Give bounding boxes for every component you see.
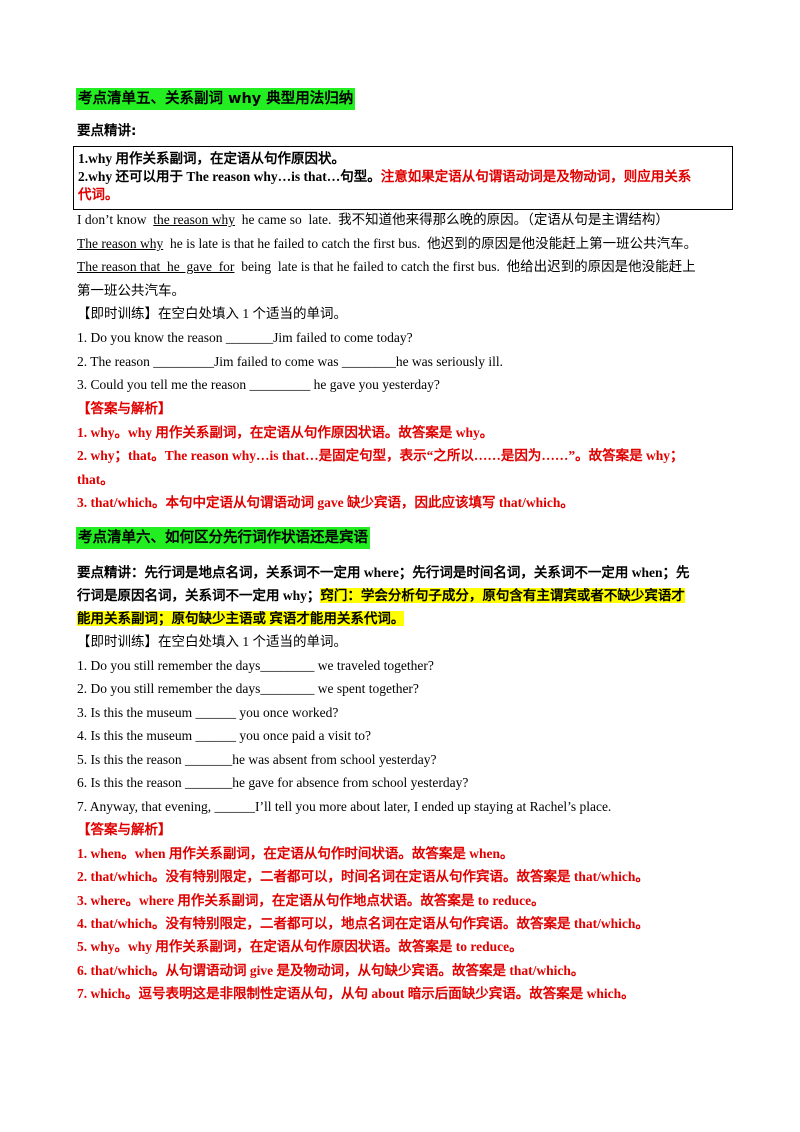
answer-2: 2. why；that。The reason why…is that…是固定句型… bbox=[77, 448, 684, 463]
question-4: 4. Is this the museum ______ you once pa… bbox=[77, 728, 371, 743]
question-2: 2. Do you still remember the days_______… bbox=[77, 681, 419, 696]
answer-2: 2. that/which。没有特别限定，二者都可以，时间名词在定语从句作宾语。… bbox=[77, 869, 649, 884]
section-heading: 考点清单五、关系副词 why 典型用法归纳 bbox=[76, 88, 356, 110]
key-points-line-1: 要点精讲：先行词是地点名词，关系词不一定用 where；先行词是时间名词，关系词… bbox=[77, 565, 690, 580]
question-3: 3. Is this the museum ______ you once wo… bbox=[77, 705, 339, 720]
box-line-2: 2.why 还可以用于 The reason why…is that…句型。注意… bbox=[78, 168, 691, 186]
answer-1: 1. when。when 用作关系副词，在定语从句作时间状语。故答案是 when… bbox=[77, 846, 514, 861]
example-3-post: being late is that he failed to catch th… bbox=[234, 259, 696, 274]
practice-label: 【即时训练】在空白处填入 1 个适当的单词。 bbox=[77, 306, 347, 321]
question-1: 1. Do you still remember the days_______… bbox=[77, 658, 434, 673]
example-1-pre: I don’t know bbox=[77, 212, 154, 227]
key-points-line-2a: 行词是原因名词，关系词不一定用 why； bbox=[77, 588, 321, 603]
example-3-underlined: The reason that he gave for bbox=[77, 259, 235, 274]
example-1-underlined: the reason why bbox=[153, 212, 235, 227]
key-points-line-3: 能用关系副词；原句缺少主语或 宾语才能用关系代词。 bbox=[77, 610, 405, 628]
answer-5: 5. why。why 用作关系副词，在定语从句作原因状语。故答案是 to red… bbox=[77, 939, 523, 954]
answer-3: 3. where。where 用作关系副词，在定语从句作地点状语。故答案是 to… bbox=[77, 893, 545, 908]
answer-label: 【答案与解析】 bbox=[77, 822, 172, 837]
box-line-2a: 2.why 还可以用于 The reason why…is that…句型。 bbox=[78, 169, 381, 184]
example-1: I don’t know the reason why he came so l… bbox=[77, 211, 669, 229]
box-line-2b: 注意如果定语从句谓语动词是及物动词，则应用关系 bbox=[380, 169, 692, 184]
question-2: 2. The reason _________Jim failed to com… bbox=[77, 354, 504, 369]
practice-label: 【即时训练】在空白处填入 1 个适当的单词。 bbox=[77, 634, 347, 649]
example-2-post: he is late is that he failed to catch th… bbox=[163, 236, 698, 251]
question-1: 1. Do you know the reason _______Jim fai… bbox=[77, 330, 413, 345]
answer-label: 【答案与解析】 bbox=[77, 401, 172, 416]
example-2: The reason why he is late is that he fai… bbox=[77, 235, 697, 253]
example-3-cont: 第一班公共汽车。 bbox=[77, 283, 185, 298]
answer-7: 7. which。逗号表明这是非限制性定语从句，从句 about 暗示后面缺少宾… bbox=[77, 986, 635, 1001]
box-line-1: 1.why 用作关系副词，在定语从句作原因状。 bbox=[78, 151, 346, 166]
key-points-box: 1.why 用作关系副词，在定语从句作原因状。 2.why 还可以用于 The … bbox=[73, 146, 733, 210]
tip-highlight: 窍门：学会分析句子成分，原句含有主谓宾或者不缺少宾语才 bbox=[320, 588, 685, 603]
key-points-line-2: 行词是原因名词，关系词不一定用 why；窍门：学会分析句子成分，原句含有主谓宾或… bbox=[77, 587, 685, 605]
answer-2-cont: that。 bbox=[77, 472, 114, 487]
box-line-3: 代词。 bbox=[78, 187, 119, 202]
section-heading: 考点清单六、如何区分先行词作状语还是宾语 bbox=[76, 527, 370, 549]
tip-highlight-cont: 能用关系副词；原句缺少主语或 宾语才能用关系代词。 bbox=[77, 611, 405, 626]
answer-1: 1. why。why 用作关系副词，在定语从句作原因状语。故答案是 why。 bbox=[77, 425, 494, 440]
question-3: 3. Could you tell me the reason ________… bbox=[77, 377, 440, 392]
question-7: 7. Anyway, that evening, ______I’ll tell… bbox=[77, 799, 612, 814]
answer-3: 3. that/which。本句中定语从句谓语动词 gave 缺少宾语，因此应该… bbox=[77, 495, 574, 510]
key-points-label: 要点精讲: bbox=[77, 123, 137, 139]
example-2-underlined: The reason why bbox=[77, 236, 164, 251]
example-1-post: he came so late. 我不知道他来得那么晚的原因。（定语从句是主谓结… bbox=[234, 212, 669, 227]
example-3: The reason that he gave for being late i… bbox=[77, 258, 696, 276]
answer-4: 4. that/which。没有特别限定，二者都可以，地点名词在定语从句作宾语。… bbox=[77, 916, 649, 931]
answer-6: 6. that/which。从句谓语动词 give 是及物动词，从句缺少宾语。故… bbox=[77, 963, 585, 978]
question-5: 5. Is this the reason _______he was abse… bbox=[77, 752, 437, 767]
question-6: 6. Is this the reason _______he gave for… bbox=[77, 775, 469, 790]
